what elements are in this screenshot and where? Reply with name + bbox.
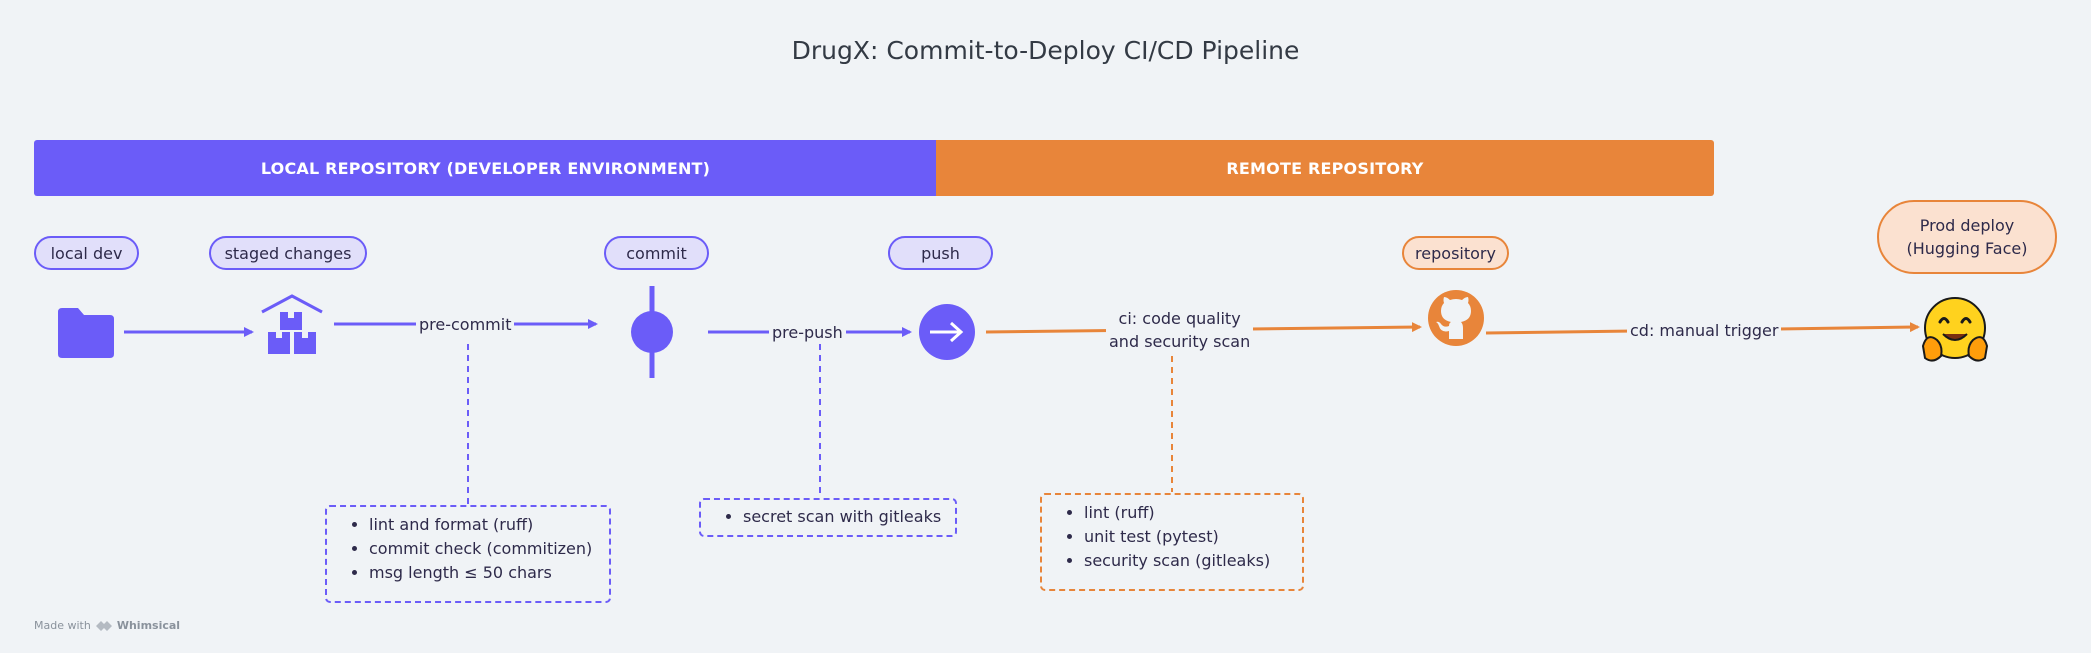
note-pre-commit: lint and format (ruff) commit check (com… — [325, 505, 611, 603]
edge-label-pre-commit: pre-commit — [416, 313, 515, 336]
node-commit: commit — [604, 236, 709, 270]
note-item: lint and format (ruff) — [369, 513, 597, 537]
node-repository: repository — [1402, 236, 1509, 270]
edge-label-ci: ci: code quality and security scan — [1106, 307, 1254, 353]
note-item: unit test (pytest) — [1084, 525, 1290, 549]
edge-label-ci-line2: and security scan — [1109, 332, 1251, 351]
local-repository-band: LOCAL REPOSITORY (DEVELOPER ENVIRONMENT) — [34, 140, 937, 196]
diagram-title: DrugX: Commit-to-Deploy CI/CD Pipeline — [791, 36, 1300, 65]
prod-deploy-line2: (Hugging Face) — [1906, 239, 2028, 258]
node-local-dev: local dev — [34, 236, 139, 270]
node-push: push — [888, 236, 993, 270]
arrow-right-circle-icon — [919, 304, 975, 360]
note-ci: lint (ruff) unit test (pytest) security … — [1040, 493, 1304, 591]
note-pre-push: secret scan with gitleaks — [699, 498, 957, 537]
folder-icon — [58, 308, 114, 358]
prod-deploy-line1: Prod deploy — [1919, 216, 2015, 235]
edge-label-cd: cd: manual trigger — [1627, 319, 1782, 342]
node-prod-deploy: Prod deploy (Hugging Face) — [1877, 200, 2057, 274]
edge-label-ci-line1: ci: code quality — [1118, 309, 1241, 328]
remote-repository-band: REMOTE REPOSITORY — [936, 140, 1714, 196]
github-icon — [1428, 290, 1484, 346]
note-item: lint (ruff) — [1084, 501, 1290, 525]
git-commit-icon — [631, 286, 673, 378]
note-item: msg length ≤ 50 chars — [369, 561, 597, 585]
note-item: commit check (commitizen) — [369, 537, 597, 561]
boxes-icon — [261, 294, 323, 354]
note-item: security scan (gitleaks) — [1084, 549, 1290, 573]
footer-made-with-text: Made with — [34, 619, 91, 632]
footer-made-with: Made with Whimsical — [34, 619, 180, 632]
edge-label-pre-push: pre-push — [769, 321, 846, 344]
node-staged-changes: staged changes — [209, 236, 367, 270]
footer-brand: Whimsical — [116, 619, 181, 632]
whimsical-logo-icon — [95, 620, 112, 631]
hugging-face-icon — [1921, 297, 1989, 362]
note-item: secret scan with gitleaks — [743, 505, 943, 529]
